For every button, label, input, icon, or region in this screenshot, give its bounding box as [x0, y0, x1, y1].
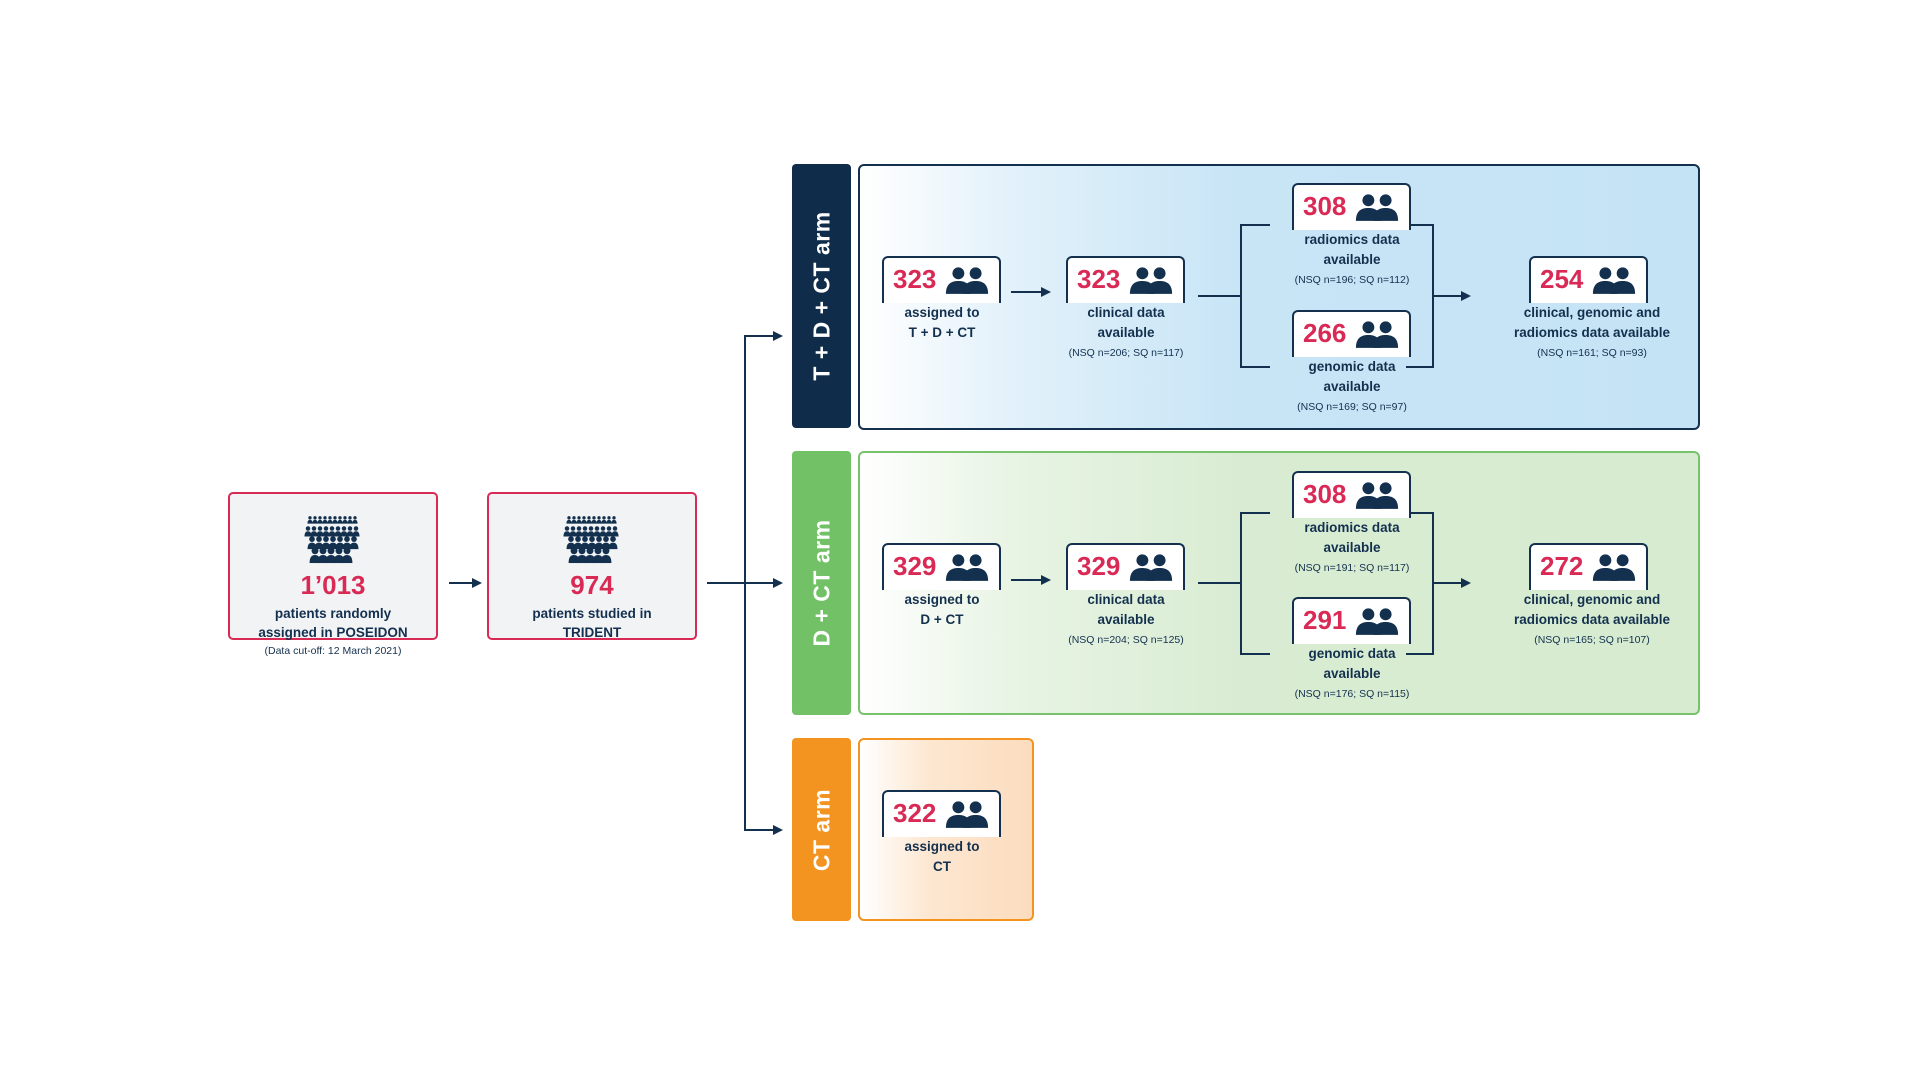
poseidon-count: 1’013 — [300, 570, 366, 600]
arrow-trident-to-ct — [744, 583, 783, 835]
dct-combined-card: 272 — [1529, 543, 1648, 590]
dct-clinical-note: (NSQ n=204; SQ n=125) — [1068, 634, 1184, 646]
tdct-radiomics-card: 308 — [1292, 183, 1411, 230]
people-icon — [1354, 607, 1400, 636]
count: 308 — [1303, 479, 1347, 509]
count: 272 — [1540, 551, 1584, 581]
tdct-clinical-card: 323 — [1066, 256, 1185, 303]
tdct-radiomics-note: (NSQ n=196; SQ n=112) — [1294, 274, 1410, 286]
people-icon — [1354, 320, 1400, 349]
split-bracket — [1240, 224, 1270, 368]
arrow-trident-to-tdct — [744, 331, 783, 583]
count: 254 — [1540, 264, 1584, 294]
dct-genomic-card: 291 — [1292, 597, 1411, 644]
people-icon — [1354, 193, 1400, 222]
dct-clinical-card: 329 — [1066, 543, 1185, 590]
people-icon — [944, 553, 990, 582]
count: 322 — [893, 798, 937, 828]
arm-label-tdct: T + D + CT arm — [792, 164, 851, 428]
dct-genomic-note: (NSQ n=176; SQ n=115) — [1294, 688, 1410, 700]
tdct-assigned-card: 323 — [882, 256, 1001, 303]
people-icon — [1591, 553, 1637, 582]
arm-label-dct: D + CT arm — [792, 451, 851, 715]
people-icon — [1354, 481, 1400, 510]
arm-label-ct: CT arm — [792, 738, 851, 921]
people-icon — [1591, 266, 1637, 295]
dct-radiomics-note: (NSQ n=191; SQ n=117) — [1294, 562, 1410, 574]
dct-assigned-card: 329 — [882, 543, 1001, 590]
people-icon — [1128, 553, 1174, 582]
tdct-clinical-note: (NSQ n=206; SQ n=117) — [1068, 347, 1184, 359]
count: 291 — [1303, 605, 1347, 635]
crowd-icon — [563, 516, 619, 564]
count: 323 — [893, 264, 937, 294]
tdct-genomic-note: (NSQ n=169; SQ n=97) — [1297, 401, 1407, 413]
crowd-icon — [304, 516, 360, 564]
tdct-genomic-card: 266 — [1292, 310, 1411, 357]
people-icon — [944, 266, 990, 295]
dct-combined-note: (NSQ n=165; SQ n=107) — [1534, 634, 1650, 646]
people-icon — [1128, 266, 1174, 295]
tdct-combined-note: (NSQ n=161; SQ n=93) — [1537, 347, 1647, 359]
trident-count: 974 — [570, 570, 614, 600]
split-bracket — [1240, 512, 1270, 655]
people-icon — [944, 800, 990, 829]
count: 323 — [1077, 264, 1121, 294]
count: 329 — [1077, 551, 1121, 581]
ct-assigned-card: 322 — [882, 790, 1001, 837]
tdct-combined-card: 254 — [1529, 256, 1648, 303]
count: 308 — [1303, 191, 1347, 221]
dct-radiomics-card: 308 — [1292, 471, 1411, 518]
count: 266 — [1303, 318, 1347, 348]
count: 329 — [893, 551, 937, 581]
poseidon-note: (Data cut-off: 12 March 2021) — [264, 645, 402, 657]
